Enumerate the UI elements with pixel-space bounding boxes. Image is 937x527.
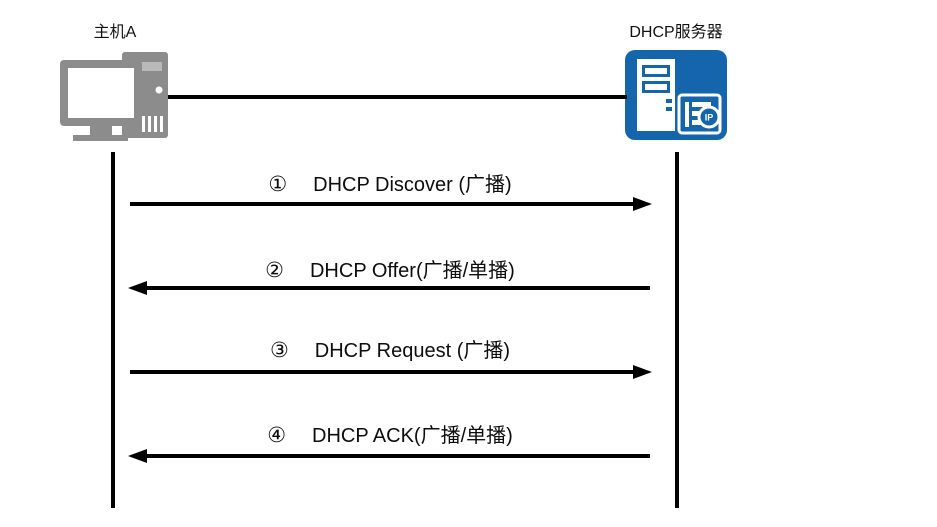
message-seq-number: ② bbox=[265, 259, 284, 282]
message-text: DHCP Offer(广播/单播) bbox=[309, 260, 515, 282]
arrow-left-icon bbox=[128, 449, 650, 463]
host-a-label: 主机A bbox=[93, 24, 137, 41]
arrow-left-icon bbox=[128, 281, 650, 295]
message-seq-number: ① bbox=[268, 173, 288, 196]
host-lifeline bbox=[111, 152, 115, 508]
host-server-connector-line bbox=[168, 95, 627, 99]
arrow-right-icon bbox=[130, 197, 652, 211]
message-text: DHCP ACK(广播/单播) bbox=[312, 425, 513, 447]
message-seq-number: ③ bbox=[269, 339, 289, 362]
message-label: ① DHCP Discover (广播) bbox=[128, 168, 652, 197]
message-text: DHCP Request (广播) bbox=[314, 340, 511, 362]
desktop-computer-icon bbox=[58, 50, 172, 147]
ip-badge-text: IP bbox=[705, 113, 714, 123]
dhcp-server-icon: IP bbox=[625, 50, 727, 145]
message-text: DHCP Discover (广播) bbox=[313, 174, 512, 196]
message-seq-number: ④ bbox=[267, 424, 287, 447]
dhcp-server-label: DHCP服务器 bbox=[629, 24, 723, 41]
message-label: ② DHCP Offer(广播/单播) bbox=[128, 254, 652, 283]
server-lifeline bbox=[675, 152, 679, 508]
arrow-right-icon bbox=[130, 365, 652, 379]
message-label: ③ DHCP Request (广播) bbox=[128, 334, 652, 363]
message-label: ④ DHCP ACK(广播/单播) bbox=[128, 419, 652, 448]
